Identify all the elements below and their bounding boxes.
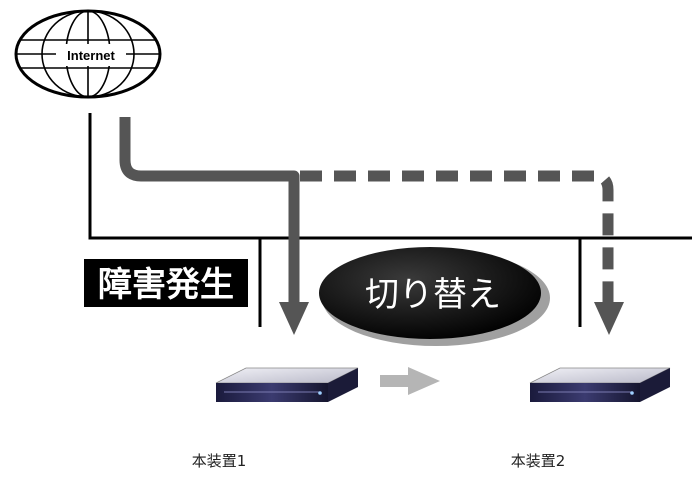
switch-arrow-icon (380, 367, 440, 395)
device1-server-icon (215, 367, 359, 402)
internet-label: Internet (67, 48, 115, 63)
switchover-oval: 切り替え (319, 247, 550, 346)
device1-label: 本装置1 (192, 452, 247, 470)
device2-server-icon (529, 367, 671, 402)
failure-label-box: 障害発生 (84, 259, 248, 307)
network-lines (88, 113, 692, 327)
active-path (119, 117, 309, 335)
internet-globe-icon: Internet (14, 9, 162, 99)
switchover-label: 切り替え (365, 275, 501, 315)
standby-path (300, 170, 624, 335)
device2-label: 本装置2 (511, 452, 566, 470)
failure-label: 障害発生 (98, 265, 234, 305)
